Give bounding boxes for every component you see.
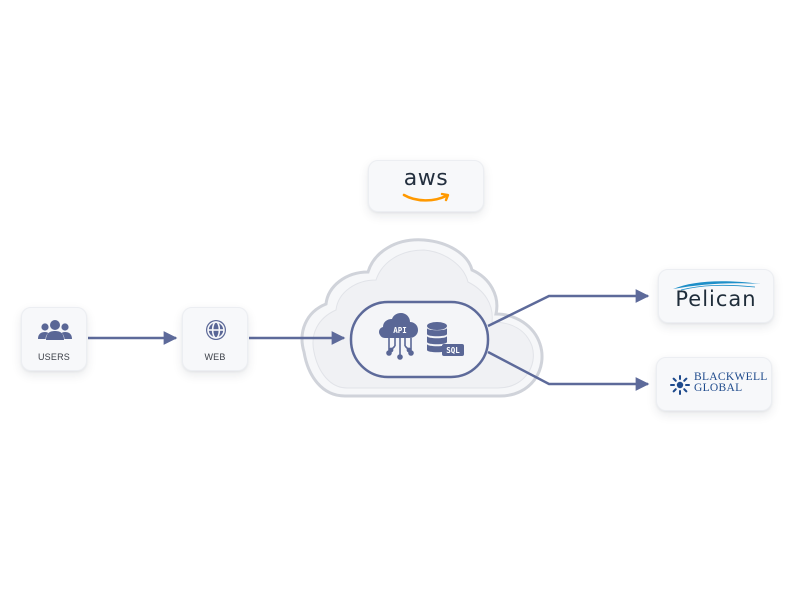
blackwell-logo-text: BLACKWELL GLOBAL <box>694 371 768 394</box>
web-node[interactable]: WEB <box>182 307 248 371</box>
aws-smile-icon <box>402 192 450 202</box>
arrow-cloud-to-pelican <box>487 289 650 328</box>
blackwell-card[interactable]: BLACKWELL GLOBAL <box>656 357 772 411</box>
blackwell-star-logo <box>670 375 690 395</box>
web-label: WEB <box>204 352 226 362</box>
aws-logo-card: aws <box>368 160 484 212</box>
database-icon <box>427 322 464 356</box>
service-pill <box>349 300 490 379</box>
globe-icon <box>206 320 226 340</box>
arrow-cloud-to-blackwell <box>487 350 650 391</box>
users-icon <box>38 320 72 340</box>
api-cloud-icon <box>379 313 418 360</box>
pelican-logo-text: Pelican <box>675 287 757 311</box>
pelican-wave-icon <box>673 281 761 291</box>
pelican-card[interactable]: Pelican <box>658 269 774 323</box>
api-label: API <box>393 326 407 335</box>
users-label: USERS <box>37 352 70 362</box>
blackwell-line2: GLOBAL <box>694 382 743 394</box>
blackwell-line1: BLACKWELL <box>694 371 768 383</box>
sql-label: SQL <box>446 346 460 355</box>
users-node[interactable]: USERS <box>21 307 87 371</box>
aws-logo-text: aws <box>403 166 449 191</box>
